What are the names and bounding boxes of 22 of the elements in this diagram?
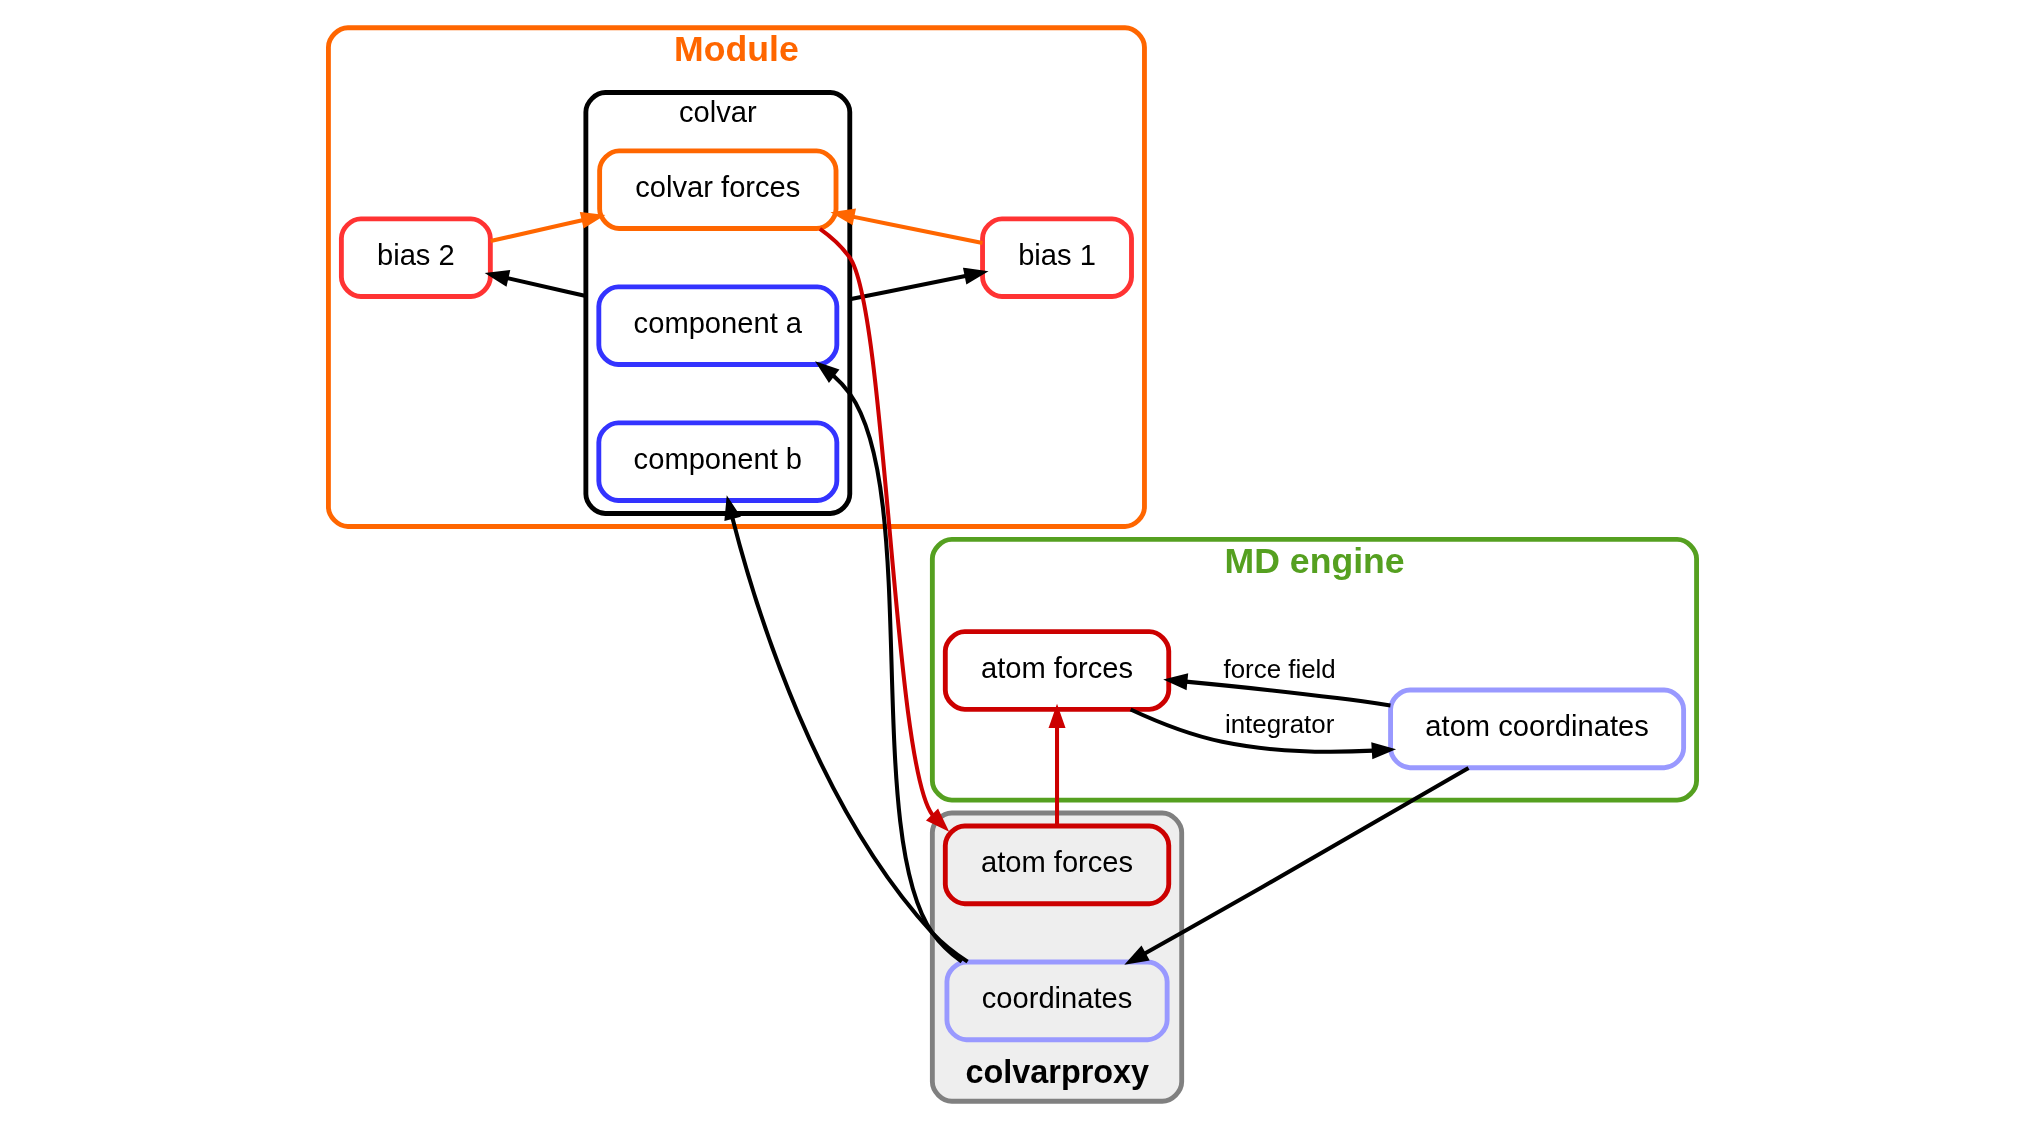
node-box: component b <box>596 420 840 503</box>
arrow <box>815 361 963 964</box>
arrow <box>818 227 950 832</box>
arrow <box>1163 673 1391 708</box>
arrow <box>830 208 983 245</box>
node-box: atom forces <box>942 629 1172 712</box>
arrow <box>490 212 606 243</box>
arrow <box>1124 766 1470 965</box>
edge-label: integrator <box>1224 710 1335 739</box>
arrow <box>849 267 989 302</box>
node-box: atom coordinates <box>1388 687 1687 771</box>
arrow <box>1048 703 1066 826</box>
edge-label: force field <box>1223 655 1336 684</box>
node-box: component a <box>596 284 840 367</box>
node-box: bias 1 <box>980 216 1134 299</box>
node-box: coordinates <box>944 959 1170 1043</box>
node-box: colvar forces <box>597 148 839 231</box>
arrow <box>484 270 587 298</box>
arrow <box>1129 707 1397 760</box>
arrow <box>724 495 969 964</box>
node-box: atom forces <box>942 823 1172 907</box>
node-box: bias 2 <box>338 216 493 299</box>
